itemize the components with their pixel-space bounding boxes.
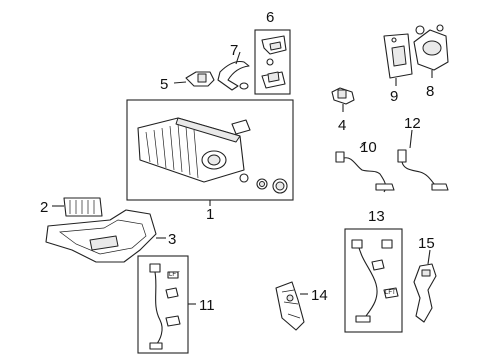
lft-tag: LFT: [169, 272, 180, 278]
part-6-box: [254, 29, 291, 95]
part-11-group: LFT 11: [137, 255, 215, 354]
part-1-canister-group: 1: [126, 99, 294, 223]
part-10-sensor: 10: [335, 139, 395, 193]
canister-bracket: [231, 119, 251, 135]
callout-15: 15: [418, 235, 435, 252]
callout-14: 14: [311, 287, 328, 304]
callout-9: 9: [390, 88, 398, 105]
lft-tag-2: LFT: [385, 290, 396, 296]
part-5-sensor: 5: [160, 71, 215, 93]
part-7-hose: 7: [217, 42, 250, 91]
callout-11: 11: [199, 297, 215, 314]
part-3-tray: 3: [45, 209, 176, 263]
callout-1: 1: [206, 206, 214, 223]
callout-8: 8: [426, 83, 434, 100]
part-15-clip: 15: [413, 235, 437, 323]
callout-10: 10: [360, 139, 377, 156]
part-12-sensor: 12: [397, 115, 449, 191]
part-11-box: [137, 255, 189, 354]
part-13-box: [344, 228, 403, 333]
part-9-bracket: 9: [383, 33, 413, 105]
callout-7: 7: [230, 42, 238, 59]
part-4-sensor: 4: [331, 87, 355, 134]
callout-4: 4: [338, 117, 346, 134]
part-14-bracket: 14: [275, 281, 328, 331]
callout-12: 12: [404, 115, 421, 132]
callout-6: 6: [266, 9, 274, 26]
part-13-group: LFT 13: [344, 208, 403, 333]
callout-2: 2: [40, 199, 48, 216]
part-8-valve: 8: [413, 24, 449, 100]
part-2-strip: 2: [40, 197, 103, 217]
callout-3: 3: [168, 231, 176, 248]
callout-5: 5: [160, 76, 168, 93]
part-6-group: 6: [254, 9, 291, 95]
callout-13: 13: [368, 208, 385, 225]
